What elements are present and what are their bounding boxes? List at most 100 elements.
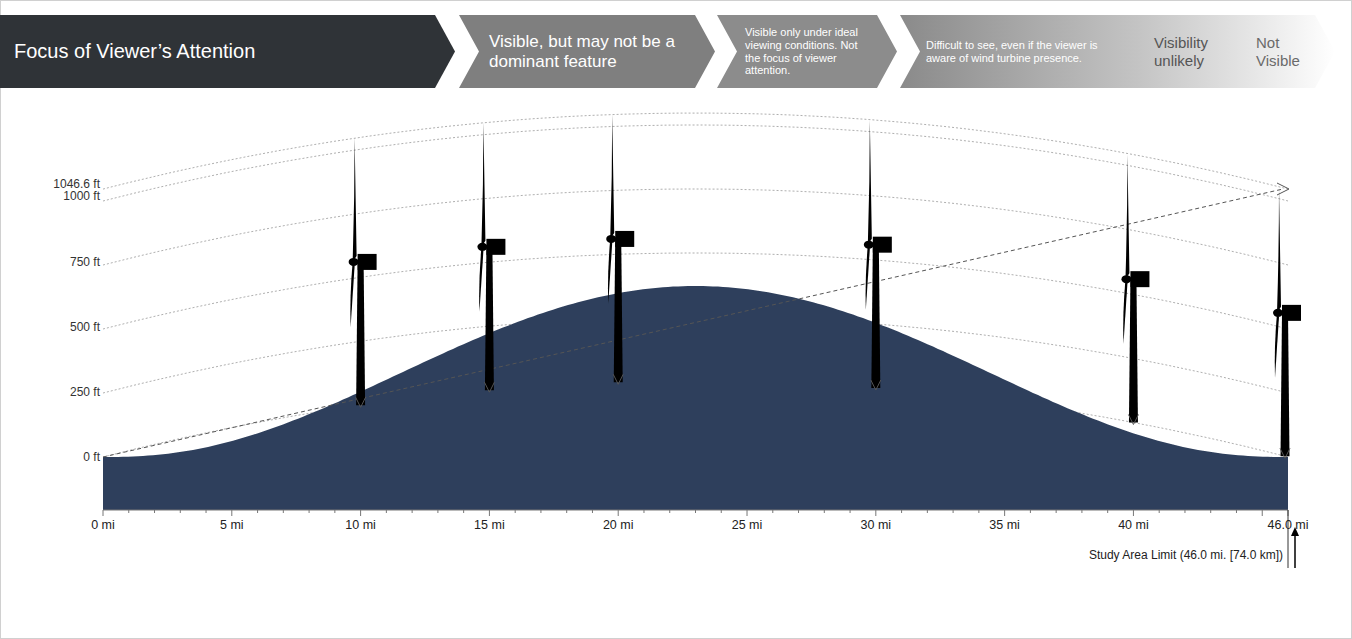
axis-tick: [747, 510, 748, 516]
distance-label: 30 mi: [861, 518, 892, 532]
elevation-curve: [103, 189, 1288, 265]
chevron-fill: [0, 15, 455, 88]
turbine-nacelle: [486, 239, 505, 255]
elevation-label: 1000 ft: [63, 189, 100, 203]
axis-tick: [386, 510, 387, 513]
axis-tick: [1133, 510, 1134, 516]
axis-tick: [772, 510, 773, 513]
axis-tick: [1030, 510, 1031, 513]
turbine-blade: [868, 120, 872, 245]
axis-tick: [463, 510, 464, 513]
turbine-nacelle: [1282, 305, 1301, 321]
axis-tick: [283, 510, 284, 513]
turbine-tower: [871, 245, 880, 388]
elevation-label: 750 ft: [70, 255, 100, 269]
turbine-base-mark: [613, 374, 623, 384]
distance-label: 15 mi: [474, 518, 505, 532]
axis-tick: [592, 510, 593, 513]
axis-tick: [1184, 510, 1185, 513]
elevation-label: 500 ft: [70, 320, 100, 334]
turbine-base-mark: [484, 382, 494, 392]
axis-tick: [103, 510, 104, 516]
turbine-nacelle: [1130, 271, 1149, 287]
turbine-tower: [356, 262, 365, 405]
visibility-band: Focus of Viewer’s Attention: [0, 15, 455, 88]
chevron-fill: [459, 15, 715, 88]
turbine-blade: [610, 114, 614, 239]
visibility-band: Visible, but may not be a dominant featu…: [459, 15, 715, 88]
wind-turbine: [1121, 155, 1149, 425]
axis-tick: [901, 510, 902, 513]
axis-tick: [257, 510, 258, 513]
band-text: Visible, but may not be a dominant featu…: [489, 32, 689, 71]
axis-tick: [824, 510, 825, 513]
axis-tick: [1107, 510, 1108, 513]
axis-tick: [721, 510, 722, 513]
study-limit-label: Study Area Limit (46.0 mi. [74.0 km]): [1089, 548, 1283, 562]
axis-tick: [540, 510, 541, 513]
axis-tick: [1210, 510, 1211, 513]
turbine-base-mark: [356, 397, 366, 407]
turbine-blade: [1123, 279, 1127, 344]
band-text: Visibility unlikely: [1154, 34, 1246, 69]
axis-tick: [978, 510, 979, 513]
axis-tick: [1236, 510, 1237, 513]
distance-label: 35 mi: [989, 518, 1020, 532]
axis-tick: [360, 510, 361, 516]
axis-tick: [412, 510, 413, 513]
axis-tick: [180, 510, 181, 513]
axis-tick: [206, 510, 207, 513]
band-text: Not Visible: [1256, 34, 1326, 69]
visibility-band: Visibility unlikely: [1140, 15, 1250, 88]
turbine-base-mark: [1280, 448, 1290, 458]
turbines: [349, 114, 1301, 458]
elevation-label: 250 ft: [70, 385, 100, 399]
band-text: Focus of Viewer’s Attention: [14, 40, 255, 63]
axis-tick: [1262, 510, 1263, 516]
axis-tick: [695, 510, 696, 513]
axis-tick: [1081, 510, 1082, 513]
elevation-label: 0 ft: [83, 450, 100, 464]
distance-label: 25 mi: [732, 518, 763, 532]
axis-tick: [437, 510, 438, 513]
axis-tick: [1056, 510, 1057, 513]
axis-tick: [334, 510, 335, 513]
turbine-blade: [479, 247, 483, 312]
turbine-nacelle: [873, 237, 892, 253]
distance-label: 40 mi: [1118, 518, 1149, 532]
axis-tick: [875, 510, 876, 516]
distance-label: 0 mi: [91, 518, 115, 532]
axis-ticks: [103, 510, 1288, 516]
earth-curve: [103, 286, 1288, 510]
band-text: Visible only under ideal viewing conditi…: [745, 26, 875, 77]
chevron-fill: [717, 15, 897, 88]
elevation-curve: [103, 113, 1288, 189]
turbine-blade: [1277, 188, 1281, 313]
axis-tick: [953, 510, 954, 513]
axis-tick: [669, 510, 670, 513]
turbine-blade: [1125, 155, 1129, 280]
elevation-label: 1046.6 ft: [53, 177, 100, 191]
limit-arrow: [1294, 532, 1296, 568]
visibility-band: Not Visible: [1250, 15, 1330, 88]
wind-turbine: [606, 114, 634, 384]
wind-turbine: [1273, 188, 1301, 458]
wind-turbine: [864, 120, 892, 390]
axis-tick: [618, 510, 619, 516]
turbine-blade: [866, 245, 870, 310]
axis-tick: [515, 510, 516, 513]
distance-label: 5 mi: [220, 518, 244, 532]
turbine-tower: [614, 239, 623, 382]
turbine-blade: [1275, 313, 1279, 378]
elevation-curve: [103, 125, 1288, 201]
band-text: Difficult to see, even if the viewer is …: [926, 39, 1122, 64]
distance-label: 10 mi: [345, 518, 376, 532]
sight-line: [103, 189, 1283, 457]
axis-tick: [798, 510, 799, 513]
turbine-blade: [353, 137, 357, 262]
axis-tick: [566, 510, 567, 513]
wind-turbine: [477, 122, 505, 392]
axis-tick: [231, 510, 232, 516]
axis-tick: [309, 510, 310, 513]
